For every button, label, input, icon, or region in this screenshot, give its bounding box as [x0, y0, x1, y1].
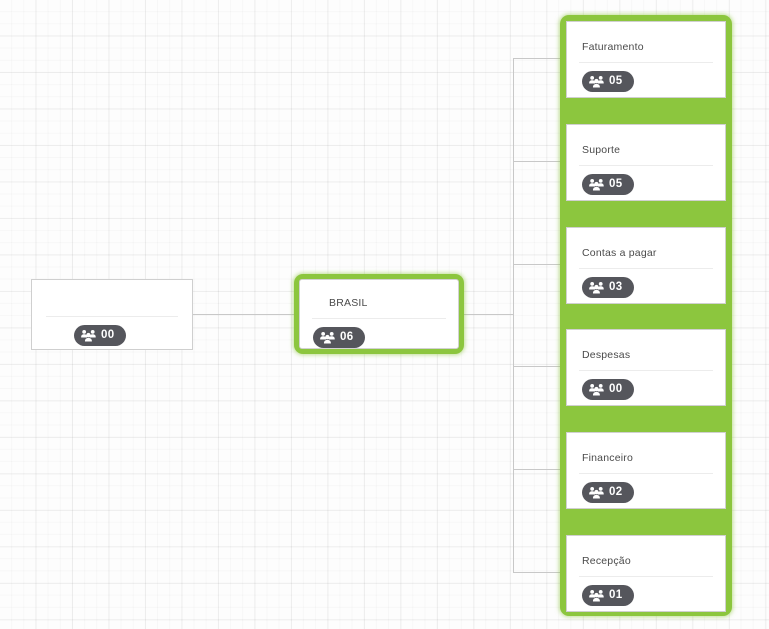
org-node-suporte[interactable]: Suporte 05 [566, 124, 726, 201]
member-count-badge[interactable]: 05 [582, 71, 634, 92]
org-node-root[interactable]: 00 [31, 279, 193, 350]
org-node-suporte-title: Suporte [582, 144, 621, 156]
org-node-recepcao[interactable]: Recepção 01 [566, 535, 726, 612]
divider [579, 370, 713, 371]
member-count-value: 00 [101, 328, 115, 341]
member-count-value: 03 [609, 280, 623, 293]
connector-branch-despesas [513, 366, 561, 367]
member-count-badge[interactable]: 00 [582, 379, 634, 400]
org-node-despesas[interactable]: Despesas 00 [566, 329, 726, 406]
org-node-contas-a-pagar[interactable]: Contas a pagar 03 [566, 227, 726, 304]
member-count-badge[interactable]: 05 [582, 174, 634, 195]
member-count-value: 00 [609, 382, 623, 395]
group-of-people-icon [81, 329, 96, 342]
connector-branch-financeiro [513, 469, 561, 470]
divider [579, 165, 713, 166]
org-node-brasil[interactable]: BRASIL 06 [299, 279, 459, 349]
org-node-brasil-title: BRASIL [329, 297, 368, 309]
divider [46, 316, 178, 317]
divider [579, 473, 713, 474]
divider [312, 318, 446, 319]
group-of-people-icon [589, 75, 604, 88]
connector-trunk-vertical [513, 58, 514, 573]
org-department-group-selected[interactable]: Faturamento 05 Suporte [560, 15, 732, 616]
member-count-badge[interactable]: 01 [582, 585, 634, 606]
member-count-value: 02 [609, 485, 623, 498]
member-count-badge[interactable]: 03 [582, 277, 634, 298]
connector-branch-recepcao [513, 572, 561, 573]
group-of-people-icon [320, 331, 335, 344]
connector-brasil-to-trunk [464, 314, 513, 315]
org-node-recepcao-title: Recepção [582, 555, 631, 567]
divider [579, 576, 713, 577]
member-count-value: 05 [609, 74, 623, 87]
org-node-faturamento[interactable]: Faturamento 05 [566, 21, 726, 98]
divider [579, 62, 713, 63]
org-node-financeiro-title: Financeiro [582, 452, 634, 464]
org-node-brasil-selected-wrapper[interactable]: BRASIL 06 [294, 274, 464, 354]
org-node-financeiro[interactable]: Financeiro 02 [566, 432, 726, 509]
connector-branch-suporte [513, 161, 561, 162]
org-node-contas-a-pagar-title: Contas a pagar [582, 247, 657, 259]
org-node-faturamento-title: Faturamento [582, 41, 644, 53]
member-count-value: 06 [340, 330, 354, 343]
group-of-people-icon [589, 383, 604, 396]
group-of-people-icon [589, 178, 604, 191]
member-count-badge[interactable]: 02 [582, 482, 634, 503]
connector-branch-faturamento [513, 58, 561, 59]
org-node-despesas-title: Despesas [582, 349, 631, 361]
member-count-value: 05 [609, 177, 623, 190]
connector-branch-contas-a-pagar [513, 264, 561, 265]
member-count-badge[interactable]: 06 [313, 327, 365, 348]
member-count-badge[interactable]: 00 [74, 325, 126, 346]
group-of-people-icon [589, 589, 604, 602]
member-count-value: 01 [609, 588, 623, 601]
group-of-people-icon [589, 486, 604, 499]
divider [579, 268, 713, 269]
connector-root-to-brasil [193, 314, 294, 315]
group-of-people-icon [589, 281, 604, 294]
